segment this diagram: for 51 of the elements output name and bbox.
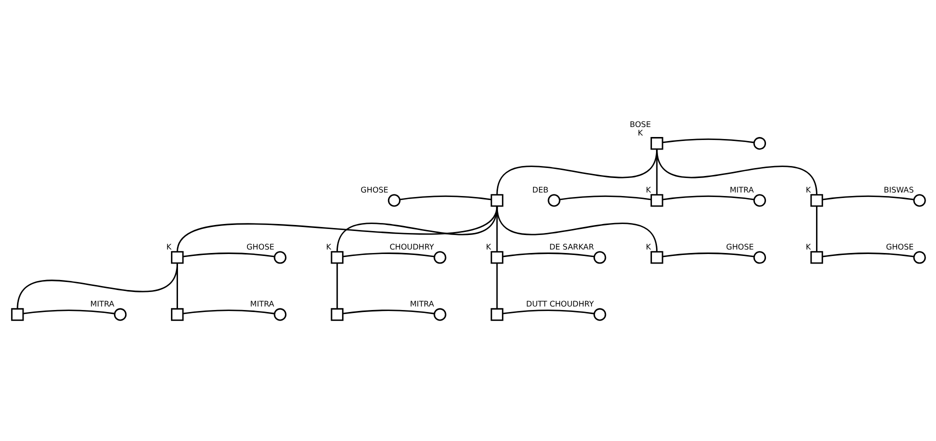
connector <box>182 310 274 314</box>
node-box <box>650 194 663 207</box>
node-box <box>10 308 24 321</box>
node-circle <box>433 308 446 321</box>
connector <box>662 138 754 144</box>
connector <box>822 252 914 258</box>
node-box <box>490 251 503 264</box>
connector <box>399 196 491 200</box>
node-circle <box>752 251 766 264</box>
node-circle <box>433 251 446 264</box>
connector <box>22 310 114 314</box>
connector <box>496 206 658 252</box>
node-box <box>170 251 184 264</box>
connector <box>656 148 817 195</box>
node-box <box>650 251 663 264</box>
connector <box>342 252 434 258</box>
node-circle <box>273 251 286 264</box>
node-circle <box>273 308 286 321</box>
connector <box>662 196 754 200</box>
connector <box>16 262 178 310</box>
node-circle <box>387 194 400 207</box>
node-circle <box>593 308 606 321</box>
connector <box>176 206 498 252</box>
node-circle <box>113 308 126 321</box>
node-box <box>810 194 823 207</box>
connector <box>502 310 594 314</box>
connector <box>342 310 434 314</box>
node-box <box>650 137 663 150</box>
node-box <box>810 251 823 264</box>
connector <box>559 196 651 200</box>
node-box <box>170 308 184 321</box>
node-circle <box>593 251 606 264</box>
connector <box>182 252 274 258</box>
connector <box>656 149 658 195</box>
node-circle <box>912 251 926 264</box>
node-box <box>330 251 343 264</box>
connector <box>336 206 498 252</box>
node-circle <box>752 194 766 207</box>
connector <box>662 252 754 258</box>
node-box <box>490 308 503 321</box>
connector <box>502 252 594 258</box>
connector <box>496 263 498 309</box>
node-box <box>330 308 343 321</box>
node-circle <box>752 137 766 150</box>
node-circle <box>547 194 560 207</box>
connector <box>176 263 178 309</box>
node-circle <box>912 194 926 207</box>
connector <box>816 206 817 252</box>
node-box <box>490 194 503 207</box>
connector <box>336 263 338 309</box>
connector <box>822 196 914 200</box>
